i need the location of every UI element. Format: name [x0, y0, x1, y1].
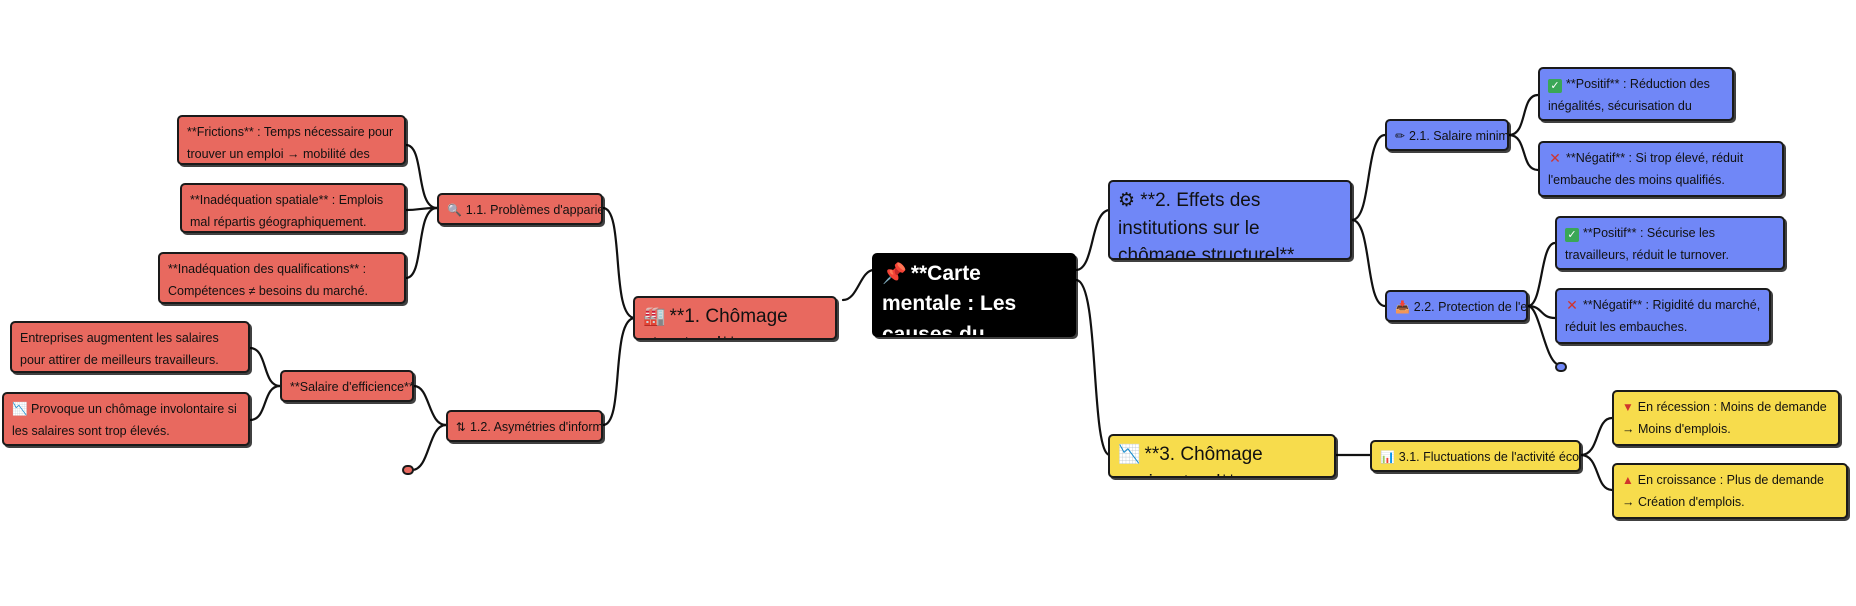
node-asymetries-information[interactable]: ⇅1.2. Asymétries d'information [446, 410, 603, 442]
node-label: 2.2. Protection de l'emploi [1413, 300, 1528, 314]
factory-icon: 🏭 [643, 306, 666, 326]
connector-c12-sub [412, 384, 448, 427]
leaf-text: **Inadéquation spatiale** : Emplois mal … [190, 193, 384, 229]
node-label: **Salaire d'efficience** 💰 : [290, 380, 414, 394]
node-label: 2.1. Salaire minimum [1408, 129, 1509, 143]
connector-c12-stub [410, 423, 448, 472]
node-salaire-efficience[interactable]: **Salaire d'efficience** 💰 : [280, 370, 414, 402]
connector-root-b3 [1074, 278, 1112, 457]
cross-icon: ✕ [1549, 150, 1561, 166]
branch-chomage-structurel[interactable]: 🏭**1. Chômage structurel** [633, 296, 837, 340]
leaf-inadequation-qualifications[interactable]: **Inadéquation des qualifications** : Co… [158, 252, 406, 304]
connector-sub-l2 [248, 384, 282, 422]
leaf-protection-negatif[interactable]: ✕**Négatif** : Rigidité du marché, rédui… [1555, 288, 1771, 344]
connector-c11-l1 [404, 143, 439, 210]
triangle-up-icon: ▲ [1622, 473, 1634, 487]
node-label: 3.1. Fluctuations de l'activité économiq… [1398, 450, 1580, 464]
branch-label: **1. Chômage structurel** [643, 306, 788, 338]
check-icon: ✓ [1565, 228, 1579, 242]
leaf-text: **Frictions** : Temps nécessaire pour tr… [187, 125, 394, 161]
branch-chomage-conjoncturel[interactable]: 📉**3. Chômage conjoncturel** [1108, 434, 1336, 478]
root-label: **Carte mentale : Les causes du chômage*… [882, 262, 1017, 337]
connector-b2-c1 [1350, 133, 1387, 222]
connector-b1-c2 [601, 316, 637, 427]
node-label: 1.2. Asymétries d'information [469, 420, 603, 434]
connector-c21-l2 [1507, 133, 1540, 172]
branch-label: **3. Chômage conjoncturel** [1118, 444, 1263, 476]
connector-sub-l1 [248, 346, 282, 388]
connector-b1-c1 [601, 206, 637, 320]
node-fluctuations-activite[interactable]: 📊3.1. Fluctuations de l'activité économi… [1370, 440, 1581, 472]
leaf-text: 📉 Provoque un chômage involontaire si le… [12, 402, 237, 438]
pencil-icon: ✏ [1395, 129, 1405, 143]
leaf-inadequation-spatiale[interactable]: **Inadéquation spatiale** : Emplois mal … [180, 183, 406, 233]
branch-effets-institutions[interactable]: ⚙ **2. Effets des institutions sur le ch… [1108, 180, 1352, 260]
magnifier-icon: 🔍 [447, 203, 462, 217]
leaf-chomage-involontaire[interactable]: 📉 Provoque un chômage involontaire si le… [2, 392, 250, 446]
node-protection-emploi[interactable]: 📥2.2. Protection de l'emploi [1385, 290, 1528, 322]
leaf-text: **Positif** : Réduction des inégalités, … [1548, 77, 1710, 113]
leaf-protection-positif[interactable]: ✓**Positif** : Sécurise les travailleurs… [1555, 216, 1785, 270]
node-label: 1.1. Problèmes d'appariement [465, 203, 603, 217]
leaf-recession[interactable]: ▼En récession : Moins de demande → Moins… [1612, 390, 1840, 446]
root-node[interactable]: 📌**Carte mentale : Les causes du chômage… [872, 253, 1076, 337]
pushpin-icon: 📌 [882, 263, 907, 285]
connector-c11-l3 [404, 206, 439, 280]
node-salaire-minimum[interactable]: ✏2.1. Salaire minimum [1385, 119, 1509, 151]
connector-root-b1 [841, 268, 876, 302]
branch-label: ⚙ **2. Effets des institutions sur le ch… [1118, 190, 1295, 260]
leaf-text: **Positif** : Sécurise les travailleurs,… [1565, 226, 1729, 262]
connector-root-b2 [1074, 208, 1112, 272]
connector-c31-l1 [1579, 416, 1614, 457]
inbox-icon: 📥 [1395, 300, 1410, 314]
leaf-text: Entreprises augmentent les salaires pour… [20, 331, 219, 367]
leaf-entreprises-salaires[interactable]: Entreprises augmentent les salaires pour… [10, 321, 250, 373]
leaf-text: En croissance : Plus de demande → Créati… [1622, 473, 1824, 509]
collapse-handle[interactable] [1555, 362, 1567, 372]
leaf-salaire-min-positif[interactable]: ✓**Positif** : Réduction des inégalités,… [1538, 67, 1734, 121]
leaf-text: **Négatif** : Si trop élevé, réduit l'em… [1548, 151, 1744, 187]
cross-icon: ✕ [1566, 297, 1578, 313]
bar-chart-icon: 📊 [1380, 450, 1395, 464]
chart-down-icon: 📉 [1118, 444, 1141, 464]
leaf-croissance[interactable]: ▲En croissance : Plus de demande → Créat… [1612, 463, 1848, 519]
connector-c21-l1 [1507, 93, 1540, 137]
leaf-text: **Inadéquation des qualifications** : Co… [168, 262, 369, 298]
leaf-salaire-min-negatif[interactable]: ✕**Négatif** : Si trop élevé, réduit l'e… [1538, 141, 1784, 197]
leaf-text: En récession : Moins de demande → Moins … [1622, 400, 1827, 436]
check-icon: ✓ [1548, 79, 1562, 93]
leaf-frictions[interactable]: **Frictions** : Temps nécessaire pour tr… [177, 115, 406, 165]
connector-c31-l2 [1579, 453, 1614, 492]
collapse-handle[interactable] [402, 465, 414, 475]
leaf-text: **Négatif** : Rigidité du marché, réduit… [1565, 298, 1761, 334]
node-problemes-appariement[interactable]: 🔍1.1. Problèmes d'appariement [437, 193, 603, 225]
triangle-down-icon: ▼ [1622, 400, 1634, 414]
arrows-icon: ⇅ [456, 420, 466, 434]
connector-c22-l1 [1526, 241, 1557, 308]
connector-b2-c2 [1350, 218, 1387, 308]
